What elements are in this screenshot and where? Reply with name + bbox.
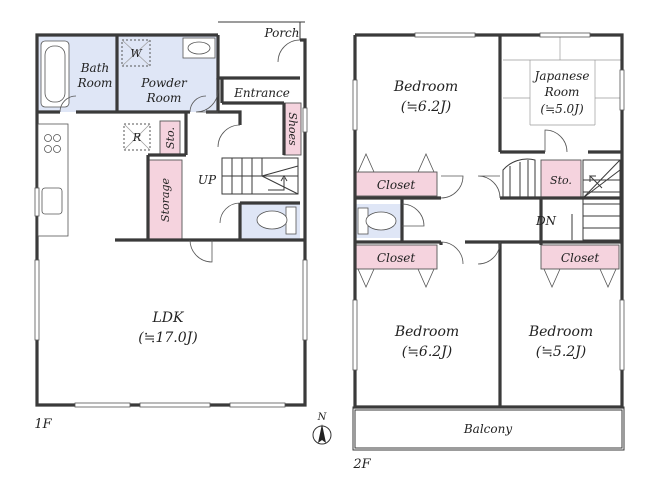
closet-box-2 [354,244,438,270]
door-arc [189,95,207,113]
washer-icon: W [121,39,151,67]
dn-label: DN [535,214,557,228]
floor-2-label: 2F [352,457,371,472]
floor-1-inner-walls [37,35,305,242]
ldk-area: (≒17.0J) [138,330,197,346]
closet-box-1 [354,171,438,197]
bath-room-label-2: Room [77,76,113,90]
floor-2-inner-walls [355,35,622,407]
kitchen-counter [37,123,69,237]
stairs-2f [571,159,621,241]
door-arc [440,175,464,199]
entrance-label: Entrance [233,86,290,100]
up-label: UP [198,173,217,187]
japanese-room-label-2: Room [544,85,580,99]
window [229,402,286,408]
balcony-label: Balcony [463,422,512,436]
washer-symbol: W [130,47,143,60]
floor-1-label: 1F [34,417,52,432]
bedroom-sw-area: (≒6.2J) [402,344,453,360]
sink-icon [41,187,63,215]
japanese-room-label-1: Japanese [532,69,590,83]
compass-north: N [317,412,328,423]
bedroom-nw-area: (≒6.2J) [401,99,452,115]
shoes-label: Shoes [286,112,299,146]
compass-icon: N [312,412,332,445]
japanese-room-area: (≒5.0J) [540,102,584,116]
sto-2f-label: Sto. [550,174,572,187]
powder-room-label-2: Room [146,91,182,105]
stairs-1f [221,157,299,195]
ldk-label: LDK [152,310,186,326]
powder-room-label-1: Powder [140,76,188,90]
stove-icon [44,134,61,153]
toilet-2f-icon [357,207,397,235]
bath-room-label-1: Bath [80,61,110,75]
bedroom-se-area: (≒5.2J) [536,344,587,360]
sto-1f-label: Sto. [164,127,177,149]
closet-label-1: Closet [377,178,416,192]
storage-label: Storage [159,178,172,222]
bedroom-sw-label: Bedroom [394,324,459,340]
balcony-outline [354,409,623,449]
closet-box-3 [540,244,620,270]
bathtub-icon [40,40,70,108]
hall-curve [502,158,536,198]
toilet-icon [256,206,297,235]
porch-label: Porch [264,26,300,40]
tatami-lines [503,35,622,126]
bedroom-se-label: Bedroom [528,324,593,340]
closet-label-3: Closet [561,251,600,265]
fridge-icon: R [123,123,151,151]
fridge-symbol: R [132,131,141,144]
storage-box [147,159,183,241]
bedroom-nw-label: Bedroom [393,79,458,95]
floor-2: Bedroom (≒6.2J) Japanese Room (≒5.0J) Cl… [352,32,625,472]
floor-1: W R [34,21,308,432]
washbasin-icon [182,37,216,59]
closet-label-2: Closet [377,251,416,265]
